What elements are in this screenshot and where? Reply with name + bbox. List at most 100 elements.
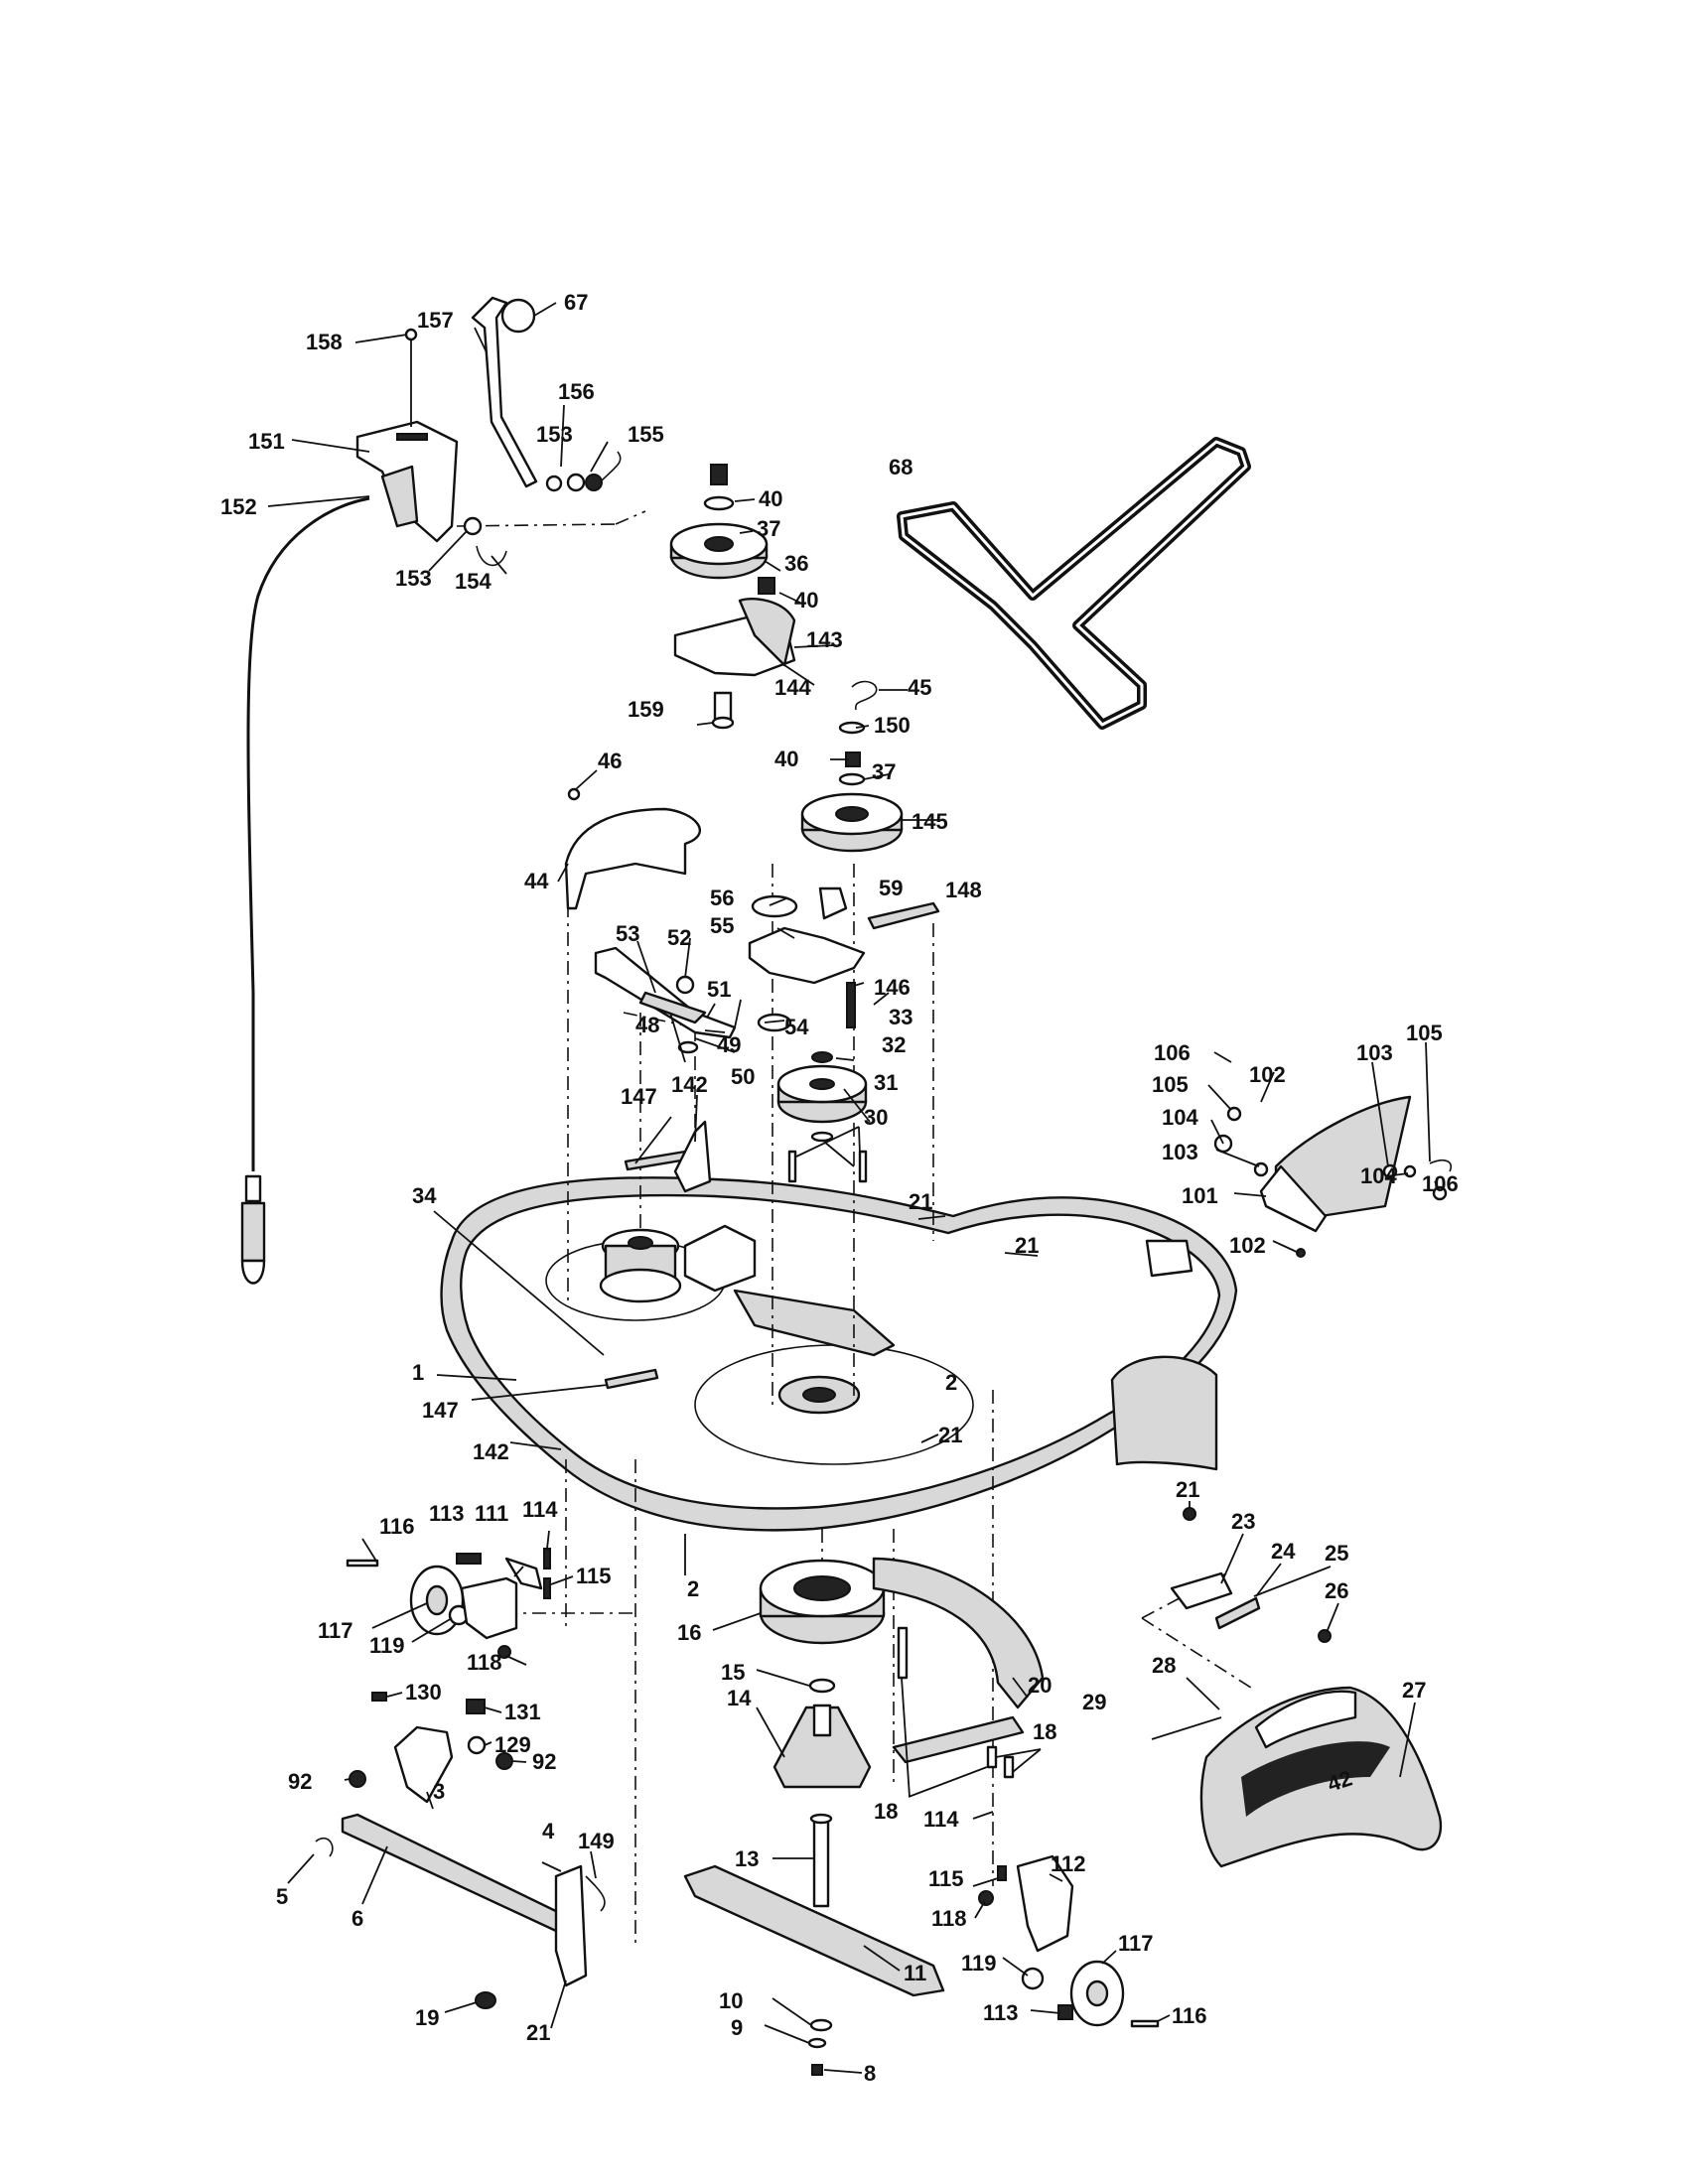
callout-111: 111	[475, 1501, 508, 1526]
callout-21: 21	[1015, 1233, 1039, 1258]
callout-151: 151	[248, 429, 285, 454]
blade-spindle-assembly	[683, 1559, 945, 2076]
callout-6: 6	[351, 1906, 363, 1931]
callout-34: 34	[412, 1183, 437, 1208]
callout-102: 102	[1229, 1233, 1266, 1258]
callout-28: 28	[1152, 1653, 1176, 1678]
callout-104: 104	[1360, 1163, 1397, 1188]
drive-belt	[897, 437, 1251, 730]
callout-67: 67	[564, 290, 588, 315]
callout-54: 54	[784, 1015, 809, 1039]
callout-150: 150	[874, 713, 911, 738]
idler-pulley-bracket	[669, 464, 796, 730]
deck-pulley	[776, 1051, 868, 1183]
callout-59: 59	[879, 876, 903, 900]
callout-157: 157	[417, 308, 454, 333]
callout-5: 5	[276, 1884, 288, 1909]
callout-153: 153	[395, 566, 432, 591]
callout-117: 117	[318, 1618, 353, 1643]
callout-33: 33	[889, 1005, 912, 1029]
callout-8: 8	[864, 2061, 876, 2086]
callout-159: 159	[628, 697, 664, 722]
callout-10: 10	[719, 1988, 743, 2013]
callout-152: 152	[220, 494, 257, 519]
front-link-assembly	[315, 1813, 606, 2009]
callout-116: 116	[379, 1514, 415, 1539]
callout-46: 46	[598, 749, 622, 773]
callouts: 1 2 2 3 4 5 6 8 9 10 11 13 14 15 16 18 1…	[220, 290, 1459, 2086]
callout-105: 105	[1152, 1072, 1189, 1097]
callout-44: 44	[524, 869, 549, 893]
discharge-chute: 42	[1151, 1507, 1443, 1868]
gauge-wheel-right	[978, 1854, 1160, 2028]
callout-113: 113	[983, 2000, 1019, 2025]
callout-105: 105	[1406, 1021, 1443, 1045]
callout-21: 21	[938, 1423, 962, 1447]
callout-112: 112	[1051, 1851, 1086, 1876]
callout-144: 144	[774, 675, 811, 700]
callout-18: 18	[874, 1799, 898, 1824]
callout-68: 68	[889, 455, 912, 479]
callout-114: 114	[522, 1497, 558, 1522]
callout-92: 92	[532, 1749, 556, 1774]
callout-50: 50	[731, 1064, 755, 1089]
callout-51: 51	[707, 977, 731, 1002]
callout-116: 116	[1172, 2003, 1207, 2028]
callout-115: 115	[576, 1564, 612, 1588]
callout-14: 14	[727, 1686, 752, 1710]
mower-deck-housing	[440, 1176, 1238, 1532]
callout-146: 146	[874, 975, 911, 1000]
callout-31: 31	[874, 1070, 898, 1095]
callout-2: 2	[687, 1576, 699, 1601]
callout-114: 114	[923, 1807, 959, 1832]
callout-26: 26	[1325, 1578, 1348, 1603]
callout-155: 155	[628, 422, 664, 447]
callout-23: 23	[1231, 1509, 1255, 1534]
callout-130: 130	[405, 1680, 442, 1705]
grass-deflector	[1213, 1095, 1452, 1258]
callout-29: 29	[1082, 1690, 1106, 1714]
callout-27: 27	[1402, 1678, 1426, 1703]
leader-lines	[267, 302, 1440, 2074]
callout-106: 106	[1154, 1040, 1191, 1065]
callout-20: 20	[1028, 1673, 1052, 1698]
callout-103: 103	[1356, 1040, 1393, 1065]
callout-142: 142	[671, 1072, 708, 1097]
callout-13: 13	[735, 1846, 759, 1871]
callout-18: 18	[1033, 1719, 1056, 1744]
callout-153: 153	[536, 422, 573, 447]
callout-40: 40	[759, 486, 782, 511]
callout-149: 149	[578, 1829, 615, 1853]
callout-19: 19	[415, 2005, 439, 2030]
callout-115: 115	[928, 1866, 964, 1891]
callout-119: 119	[961, 1951, 997, 1976]
callout-106: 106	[1422, 1171, 1459, 1196]
callout-3: 3	[433, 1779, 445, 1804]
callout-21: 21	[526, 2020, 550, 2045]
idler-arm-assembly	[564, 787, 940, 1390]
callout-21: 21	[1176, 1477, 1199, 1502]
callout-2: 2	[945, 1370, 957, 1395]
callout-129: 129	[494, 1732, 531, 1757]
callout-1: 1	[412, 1360, 424, 1385]
callout-21: 21	[909, 1189, 932, 1214]
callout-103: 103	[1162, 1140, 1198, 1164]
callout-92: 92	[288, 1769, 312, 1794]
callout-32: 32	[882, 1032, 906, 1057]
callout-118: 118	[931, 1906, 967, 1931]
callout-53: 53	[616, 921, 639, 946]
callout-37: 37	[872, 759, 896, 784]
callout-48: 48	[635, 1013, 659, 1037]
callout-147: 147	[422, 1398, 459, 1423]
callout-158: 158	[306, 330, 343, 354]
callout-40: 40	[794, 588, 818, 613]
callout-15: 15	[721, 1660, 745, 1685]
callout-11: 11	[904, 1961, 926, 1985]
callout-25: 25	[1325, 1541, 1348, 1566]
gauge-wheel-left	[346, 1548, 551, 1659]
callout-147: 147	[621, 1084, 657, 1109]
callout-142: 142	[473, 1439, 509, 1464]
callout-37: 37	[757, 516, 780, 541]
callout-154: 154	[455, 569, 491, 594]
callout-52: 52	[667, 925, 691, 950]
